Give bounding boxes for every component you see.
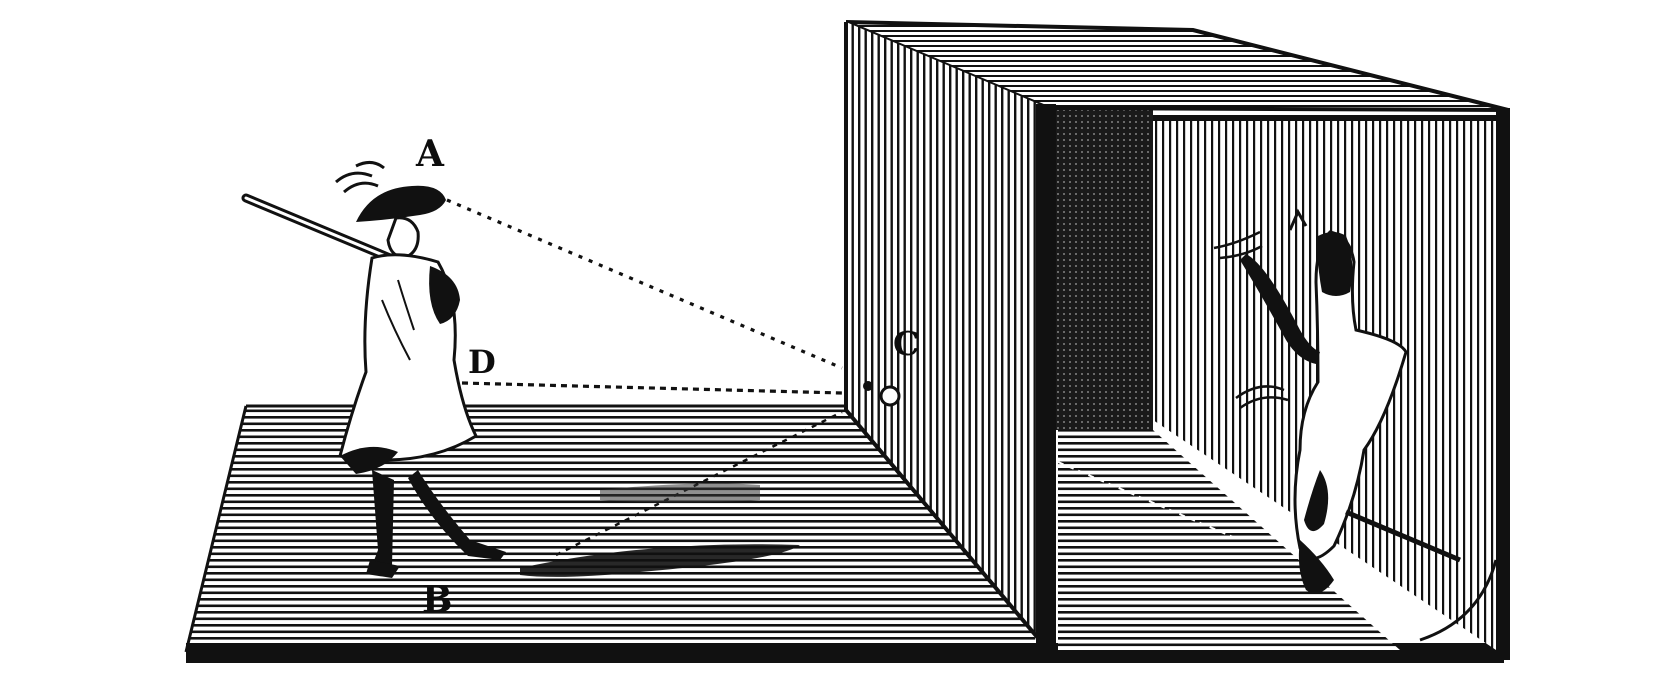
inverted-figure bbox=[1213, 208, 1461, 594]
box-front-wall bbox=[844, 22, 1056, 656]
chamber-floor bbox=[1057, 430, 1400, 650]
ground-shadow bbox=[520, 483, 800, 577]
label-a: A bbox=[416, 133, 444, 175]
pinhole bbox=[879, 385, 901, 407]
label-d: D bbox=[468, 343, 496, 381]
light-rays bbox=[446, 198, 901, 557]
label-b: B bbox=[422, 579, 453, 621]
standing-figure bbox=[241, 161, 506, 578]
label-c: C bbox=[893, 324, 920, 363]
chamber-opening bbox=[1048, 108, 1153, 430]
